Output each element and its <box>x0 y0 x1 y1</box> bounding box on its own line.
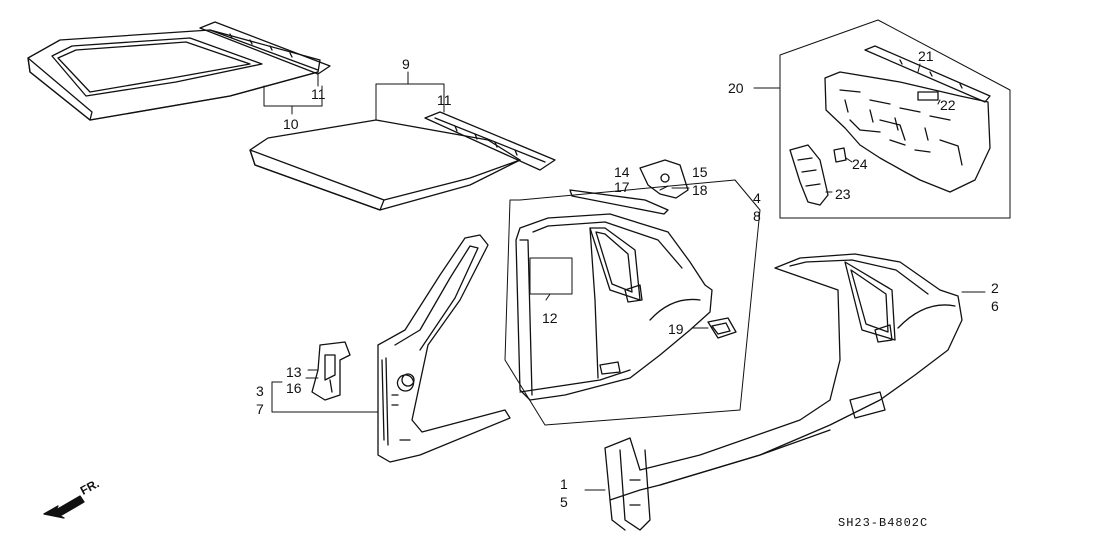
label-19: 19 <box>668 321 684 337</box>
label-11-center: 11 <box>437 92 452 108</box>
drawing-code: SH23-B4802C <box>838 516 929 530</box>
leaders-left <box>271 369 379 413</box>
rear-panel <box>824 71 991 193</box>
label-12: 12 <box>542 310 558 326</box>
roof-rail-top <box>199 21 331 75</box>
label-24: 24 <box>852 156 868 172</box>
label-23: 23 <box>835 186 851 202</box>
label-6: 6 <box>991 298 999 314</box>
complete-side-panel <box>604 253 963 531</box>
quarter-bracket <box>639 159 689 199</box>
label-13: 13 <box>286 364 302 380</box>
label-4: 4 <box>753 190 761 206</box>
front-direction-arrow <box>43 495 85 519</box>
roof-rail-center <box>424 111 556 171</box>
leaders-right <box>584 291 986 491</box>
leaders-rear <box>825 63 941 193</box>
pillar-bracket <box>311 341 351 401</box>
fuel-filler-pocket <box>707 317 737 339</box>
label-16: 16 <box>286 380 302 396</box>
label-2: 2 <box>991 280 999 296</box>
label-17: 17 <box>614 179 630 195</box>
rear-clip-24 <box>833 147 847 163</box>
label-14: 14 <box>614 164 630 180</box>
label-10: 10 <box>283 116 299 132</box>
label-1: 1 <box>560 476 568 492</box>
label-20: 20 <box>728 80 744 96</box>
rear-panel-group-border <box>753 19 1011 219</box>
label-22: 22 <box>940 97 956 113</box>
label-8: 8 <box>753 208 761 224</box>
roof-panel <box>249 119 521 211</box>
door-sticker <box>529 257 573 295</box>
rear-clip-22 <box>917 91 939 101</box>
inner-side-panel <box>377 234 511 463</box>
leaders-roof <box>263 71 445 121</box>
label-15: 15 <box>692 164 708 180</box>
label-18: 18 <box>692 182 708 198</box>
rear-bracket-23 <box>789 144 829 206</box>
label-11-top: 11 <box>311 86 326 102</box>
rear-upper-rail <box>864 45 991 103</box>
label-5: 5 <box>560 494 568 510</box>
outer-side-panel <box>515 213 713 401</box>
label-7: 7 <box>256 401 264 417</box>
label-21: 21 <box>918 48 934 64</box>
sunroof-roof-panel <box>27 29 321 121</box>
label-9: 9 <box>402 56 410 72</box>
label-3: 3 <box>256 383 264 399</box>
leaders-center <box>504 179 761 426</box>
